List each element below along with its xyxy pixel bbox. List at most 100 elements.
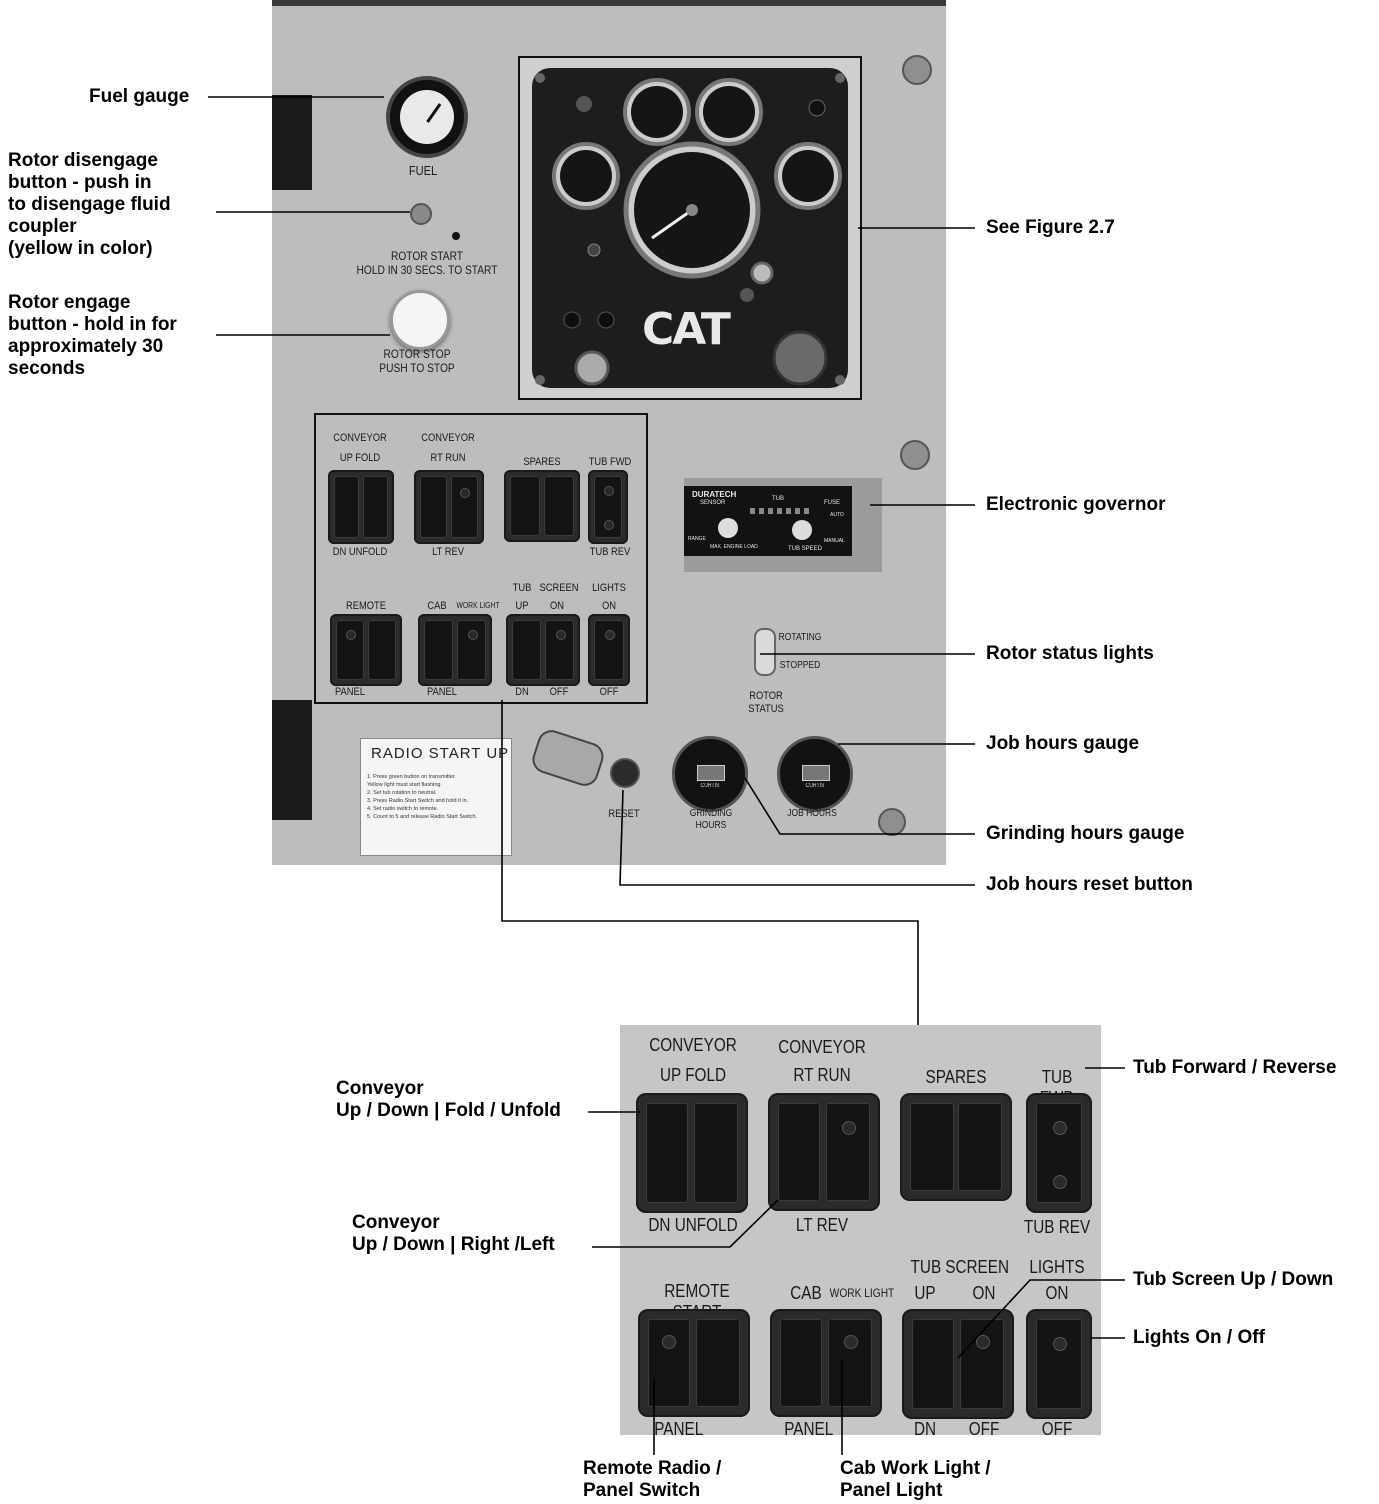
switch-block-outline [314,413,648,704]
cluster-gauges [535,73,845,386]
conveyor-fold-switch[interactable] [636,1093,748,1213]
job-hours-label: JOB HOURS [787,808,837,819]
cab-work-light-switch[interactable] [770,1309,882,1417]
rotor-status-label: ROTOR STATUS [748,690,784,715]
governor-auto: AUTO [830,512,844,518]
tub-rev-label: TUB REV [589,546,631,558]
off-label: OFF [968,1419,1000,1439]
electronic-governor-callout: Electronic governor [986,494,1166,515]
radio-start-steps: 1. Press green button on transmitter. Ye… [367,774,478,820]
off-label: OFF [1041,1419,1073,1439]
tub-speed-knob[interactable] [792,520,812,540]
job-hours-reset-callout: Job hours reset button [986,874,1193,895]
bolt [902,55,932,85]
governor-fuse: FUSE [824,500,841,506]
rotor-status-light-window [754,628,776,676]
cab-label: CAB [790,1283,822,1303]
bolt [878,808,906,836]
on-label: ON [972,1283,996,1303]
spares-switch[interactable] [504,470,580,542]
spares-switch[interactable] [900,1093,1012,1201]
governor-brand: DURATECH [692,490,737,499]
tub-forward-reverse-switch[interactable] [1026,1093,1092,1213]
rotor-engage-button[interactable] [390,290,450,350]
fuel-gauge [386,76,468,158]
lt-rev-label: LT REV [432,546,464,558]
rotor-disengage-button[interactable] [410,203,432,225]
electronic-governor: DURATECH SENSOR TUB FUSE AUTO MANUAL RAN… [684,478,882,572]
panel-label: PANEL [784,1419,834,1439]
conveyor-run-switch[interactable] [414,470,484,544]
conveyor-run-switch[interactable] [768,1093,880,1211]
up-label: UP [914,1283,936,1303]
conveyor-fold-switch[interactable] [328,470,394,544]
fuel-label: FUEL [408,163,438,178]
conveyor-label: CONVEYOR [649,1035,737,1055]
governor-tub-speed: TUB SPEED [788,546,823,552]
radio-start-placard: RADIO START UP 1. Press green button on … [360,738,512,856]
off-label: OFF [599,686,619,698]
see-figure-callout: See Figure 2.7 [986,217,1115,238]
on-label: ON [601,600,617,612]
conveyor-label: CONVEYOR [333,432,387,444]
panel-top-edge [272,0,946,6]
remote-radio-callout: Remote Radio / Panel Switch [583,1458,722,1501]
screen-label: SCREEN [539,582,579,594]
tub-screen-switch[interactable] [506,614,580,686]
meter-window [697,765,725,781]
dn-unfold-label: DN UNFOLD [648,1215,738,1235]
governor-engine-load: MAX. ENGINE LOAD [710,544,758,550]
work-light-label: WORK LIGHT [456,601,500,610]
cluster-plate: CAT [532,68,848,388]
dn-label: DN [913,1419,937,1439]
on-label: ON [549,600,565,612]
conveyor-label: CONVEYOR [421,432,475,444]
panel-label: PANEL [335,686,365,698]
fuel-gauge-callout: Fuel gauge [89,86,190,107]
governor-tub: TUB [772,496,784,502]
cab-label: CAB [427,600,447,612]
governor-range: RANGE [688,536,706,542]
on-label: ON [1045,1283,1069,1303]
lights-switch[interactable] [588,614,630,686]
conveyor-label: CONVEYOR [778,1037,866,1057]
rotor-engage-callout: Rotor engage button - hold in for approx… [8,292,177,379]
lights-switch[interactable] [1026,1309,1092,1419]
grinding-hours-label: GRINDING HOURS [689,808,733,831]
job-hours-reset-button[interactable] [610,758,640,788]
lt-rev-label: LT REV [795,1215,849,1235]
rotating-label: ROTATING [778,632,822,643]
switch-closeup-photo: CONVEYOR UP FOLD DN UNFOLD CONVEYOR RT R… [620,1025,1101,1439]
dn-label: DN [515,686,529,698]
tub-fwd-label: TUB FWD [588,456,632,468]
spares-label: SPARES [925,1067,987,1087]
remote-start-switch[interactable] [638,1309,750,1417]
indicator-dot [452,232,460,240]
engine-load-knob[interactable] [718,518,738,538]
remote-start-switch[interactable] [330,614,402,686]
grinding-hours-gauge-callout: Grinding hours gauge [986,823,1185,844]
lights-label: LIGHTS [592,582,626,594]
spares-label: SPARES [523,456,561,468]
tub-forward-reverse-callout: Tub Forward / Reverse [1133,1057,1337,1078]
governor-led-row [750,508,810,514]
left-hinge-bottom [272,700,312,820]
rotor-stop-label: ROTOR STOP PUSH TO STOP [379,347,455,375]
meter-window [802,765,830,781]
cab-work-light-switch[interactable] [418,614,492,686]
rotor-start-label: ROTOR START HOLD IN 30 SECS. TO START [356,249,498,277]
stopped-label: STOPPED [779,660,821,671]
up-label: UP [515,600,529,612]
rt-run-label: RT RUN [430,452,466,464]
lights-on-off-callout: Lights On / Off [1133,1327,1265,1348]
rotor-disengage-callout: Rotor disengage button - push in to dise… [8,150,171,259]
cab-work-light-callout: Cab Work Light / Panel Light [840,1458,991,1501]
cat-logo: CAT [642,304,731,355]
tub-forward-reverse-switch[interactable] [588,470,628,544]
reset-label: RESET [608,808,640,820]
tub-label: TUB [910,1257,942,1277]
rotor-status-lights-callout: Rotor status lights [986,643,1154,664]
up-fold-label: UP FOLD [339,452,381,464]
tub-screen-switch[interactable] [902,1309,1014,1419]
panel-label: PANEL [654,1419,704,1439]
